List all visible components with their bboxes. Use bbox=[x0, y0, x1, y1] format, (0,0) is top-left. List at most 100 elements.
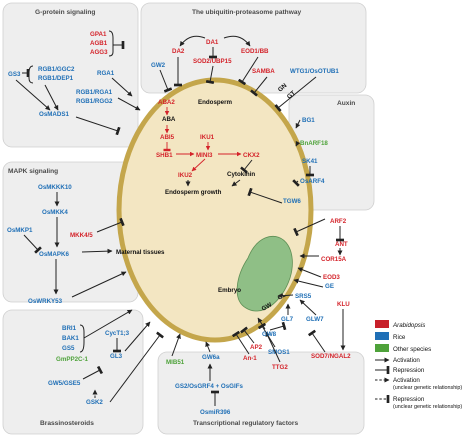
gene-gs5: GS5 bbox=[62, 345, 75, 352]
legend-label-arabidopsis: Arabidopsis bbox=[392, 322, 425, 329]
edge-wtg1-seed bbox=[274, 76, 317, 112]
gene-iku1: IKU1 bbox=[200, 134, 215, 141]
edge-sod2-seed bbox=[205, 65, 215, 85]
gene-rgb1-rgg2: RGB1/RGG2 bbox=[76, 98, 113, 105]
edge-gw6a-seed bbox=[205, 341, 211, 353]
edge-rgb1-osmads1 bbox=[44, 84, 59, 111]
edge-mini3-iku2 bbox=[191, 158, 206, 172]
gene-osmads1: OsMADS1 bbox=[39, 111, 69, 118]
label-gw: GW bbox=[261, 301, 274, 312]
legend-swatch-rice bbox=[375, 332, 389, 340]
legend-label-other: Other species bbox=[393, 346, 431, 353]
edge-sod7-seed bbox=[307, 329, 326, 353]
gene-gw8: GW8 bbox=[262, 331, 277, 338]
edge-ttg2-seed bbox=[265, 331, 281, 363]
edge-ge-seed bbox=[293, 278, 324, 288]
panel-brassinosteroids bbox=[2, 309, 144, 435]
gene-da2: DA2 bbox=[172, 48, 185, 55]
gene-sod2-ubp15: SOD2/UBP15 bbox=[193, 58, 232, 65]
gene-gpa1: GPA1 bbox=[90, 31, 107, 38]
gene-rga1: RGA1 bbox=[97, 70, 115, 77]
edge-gw8-seed bbox=[257, 317, 266, 330]
edge-osmads1-seed bbox=[75, 116, 121, 136]
gene-an1: An-1 bbox=[243, 355, 257, 362]
gene-ge: GE bbox=[325, 283, 334, 290]
label-embryo: Embryo bbox=[218, 287, 241, 294]
gene-gs3: GS3 bbox=[8, 71, 21, 78]
gene-sod7: SOD7/NGAL2 bbox=[311, 353, 351, 360]
legend-swatch-arabidopsis bbox=[375, 320, 389, 328]
gene-srs5: SRS5 bbox=[295, 293, 312, 300]
gene-sk41: SK41 bbox=[302, 158, 318, 165]
gene-oswrky53: OsWRKY53 bbox=[28, 298, 63, 305]
edge-rgb1rga1-seed bbox=[117, 97, 141, 111]
label-aba: ABA bbox=[162, 116, 176, 123]
gene-cor15a: COR15A bbox=[321, 256, 347, 263]
legend: Arabidopsis Rice Other species Activatio… bbox=[375, 320, 462, 410]
legend-note-activation-unclear: (unclear genetic relationship) bbox=[393, 385, 462, 391]
gene-eod3: EOD3 bbox=[323, 274, 340, 281]
edge-gs3-osmads1 bbox=[15, 79, 51, 111]
label-endosperm: Endosperm bbox=[198, 99, 233, 106]
gene-cyct13: CycT1;3 bbox=[105, 330, 130, 337]
edge-tgw6-growth bbox=[247, 187, 283, 204]
legend-label-activation-unclear: Activation bbox=[393, 377, 420, 384]
gene-bri1: BRI1 bbox=[62, 325, 77, 332]
gene-ttg2: TTG2 bbox=[272, 364, 288, 371]
panel-title-gprotein: G-protein signaling bbox=[35, 9, 95, 16]
edge-mkk45-seed bbox=[96, 217, 125, 233]
gene-rgb1-dep1: RGB1/DEP1 bbox=[38, 75, 74, 82]
edge-eod3-seed bbox=[297, 267, 322, 278]
gene-osmapk6: OsMAPK6 bbox=[39, 251, 69, 258]
edge-mapk6-maternal bbox=[81, 248, 113, 254]
label-endosperm-growth: Endosperm growth bbox=[165, 189, 222, 196]
gene-osmir396: OsmiR396 bbox=[200, 409, 231, 416]
gene-bak1: BAK1 bbox=[62, 335, 79, 342]
gene-osmkp1: OsMKP1 bbox=[7, 227, 33, 234]
edge-eod1-seed bbox=[237, 56, 259, 86]
edge-gl3-seed bbox=[124, 321, 151, 352]
gene-gl3: GL3 bbox=[110, 353, 123, 360]
gene-klu: KLU bbox=[337, 301, 350, 308]
gene-abi5: ABI5 bbox=[160, 134, 175, 141]
gene-osarf4: OsARF4 bbox=[300, 178, 325, 185]
gene-gsk2: GSK2 bbox=[86, 399, 103, 406]
edge-samba-seed bbox=[250, 76, 268, 97]
edge-bnarf18-seed bbox=[295, 140, 301, 147]
gene-gmpp2c1: GmPP2C-1 bbox=[56, 356, 89, 363]
edge-an1-seed bbox=[231, 330, 250, 355]
brace-bri1 bbox=[79, 324, 85, 353]
label-gn: GN bbox=[277, 82, 289, 94]
edge-gw8-gl7 bbox=[269, 321, 287, 331]
gene-agb1: AGB1 bbox=[90, 40, 108, 47]
gene-bg1: BG1 bbox=[302, 117, 315, 124]
gene-osmkk4: OsMKK4 bbox=[42, 209, 68, 216]
gene-ant: ANT bbox=[335, 241, 348, 248]
legend-label-repression-unclear: Repression bbox=[393, 396, 425, 403]
gene-tgw6: TGW6 bbox=[283, 198, 301, 205]
gene-glw7: GLW7 bbox=[306, 316, 324, 323]
legend-label-repression: Repression bbox=[393, 367, 425, 374]
gene-gl7: GL7 bbox=[281, 316, 294, 323]
gene-eod1bb: EOD1/BB bbox=[241, 48, 269, 55]
gene-gw6a: GW6a bbox=[202, 354, 220, 361]
gene-bnarf18: BnARF18 bbox=[300, 140, 328, 147]
edge-ap2-seed bbox=[240, 326, 255, 344]
panel-title-mapk: MAPK signaling bbox=[8, 168, 58, 175]
legend-label-activation: Activation bbox=[393, 357, 420, 364]
edge-rga1-seed bbox=[111, 77, 133, 97]
legend-note-repression-unclear: (unclear genetic relationship) bbox=[393, 404, 462, 410]
gene-rgb1-ggc2: RGB1/GGC2 bbox=[38, 66, 75, 73]
edge-gsk2-seed bbox=[109, 331, 165, 403]
edge-ckx2-cytokinin bbox=[240, 159, 253, 174]
edge-cytokinin-growth bbox=[231, 179, 241, 187]
gene-gw5-gse5: GW5/GSE5 bbox=[48, 380, 81, 387]
panel-title-auxin: Auxin bbox=[337, 100, 355, 107]
edge-gw2-seed bbox=[159, 69, 173, 93]
edge-bri1-seed bbox=[83, 309, 133, 339]
edge-srs5-seed bbox=[277, 293, 294, 299]
panel-title-transcriptional: Transcriptional regulatory factors bbox=[193, 420, 298, 427]
gene-gs2: GS2/OsGRF4 + OsGIFs bbox=[175, 383, 243, 390]
panel-title-ubiquitin: The ubiquitin-proteasome pathway bbox=[192, 9, 302, 16]
